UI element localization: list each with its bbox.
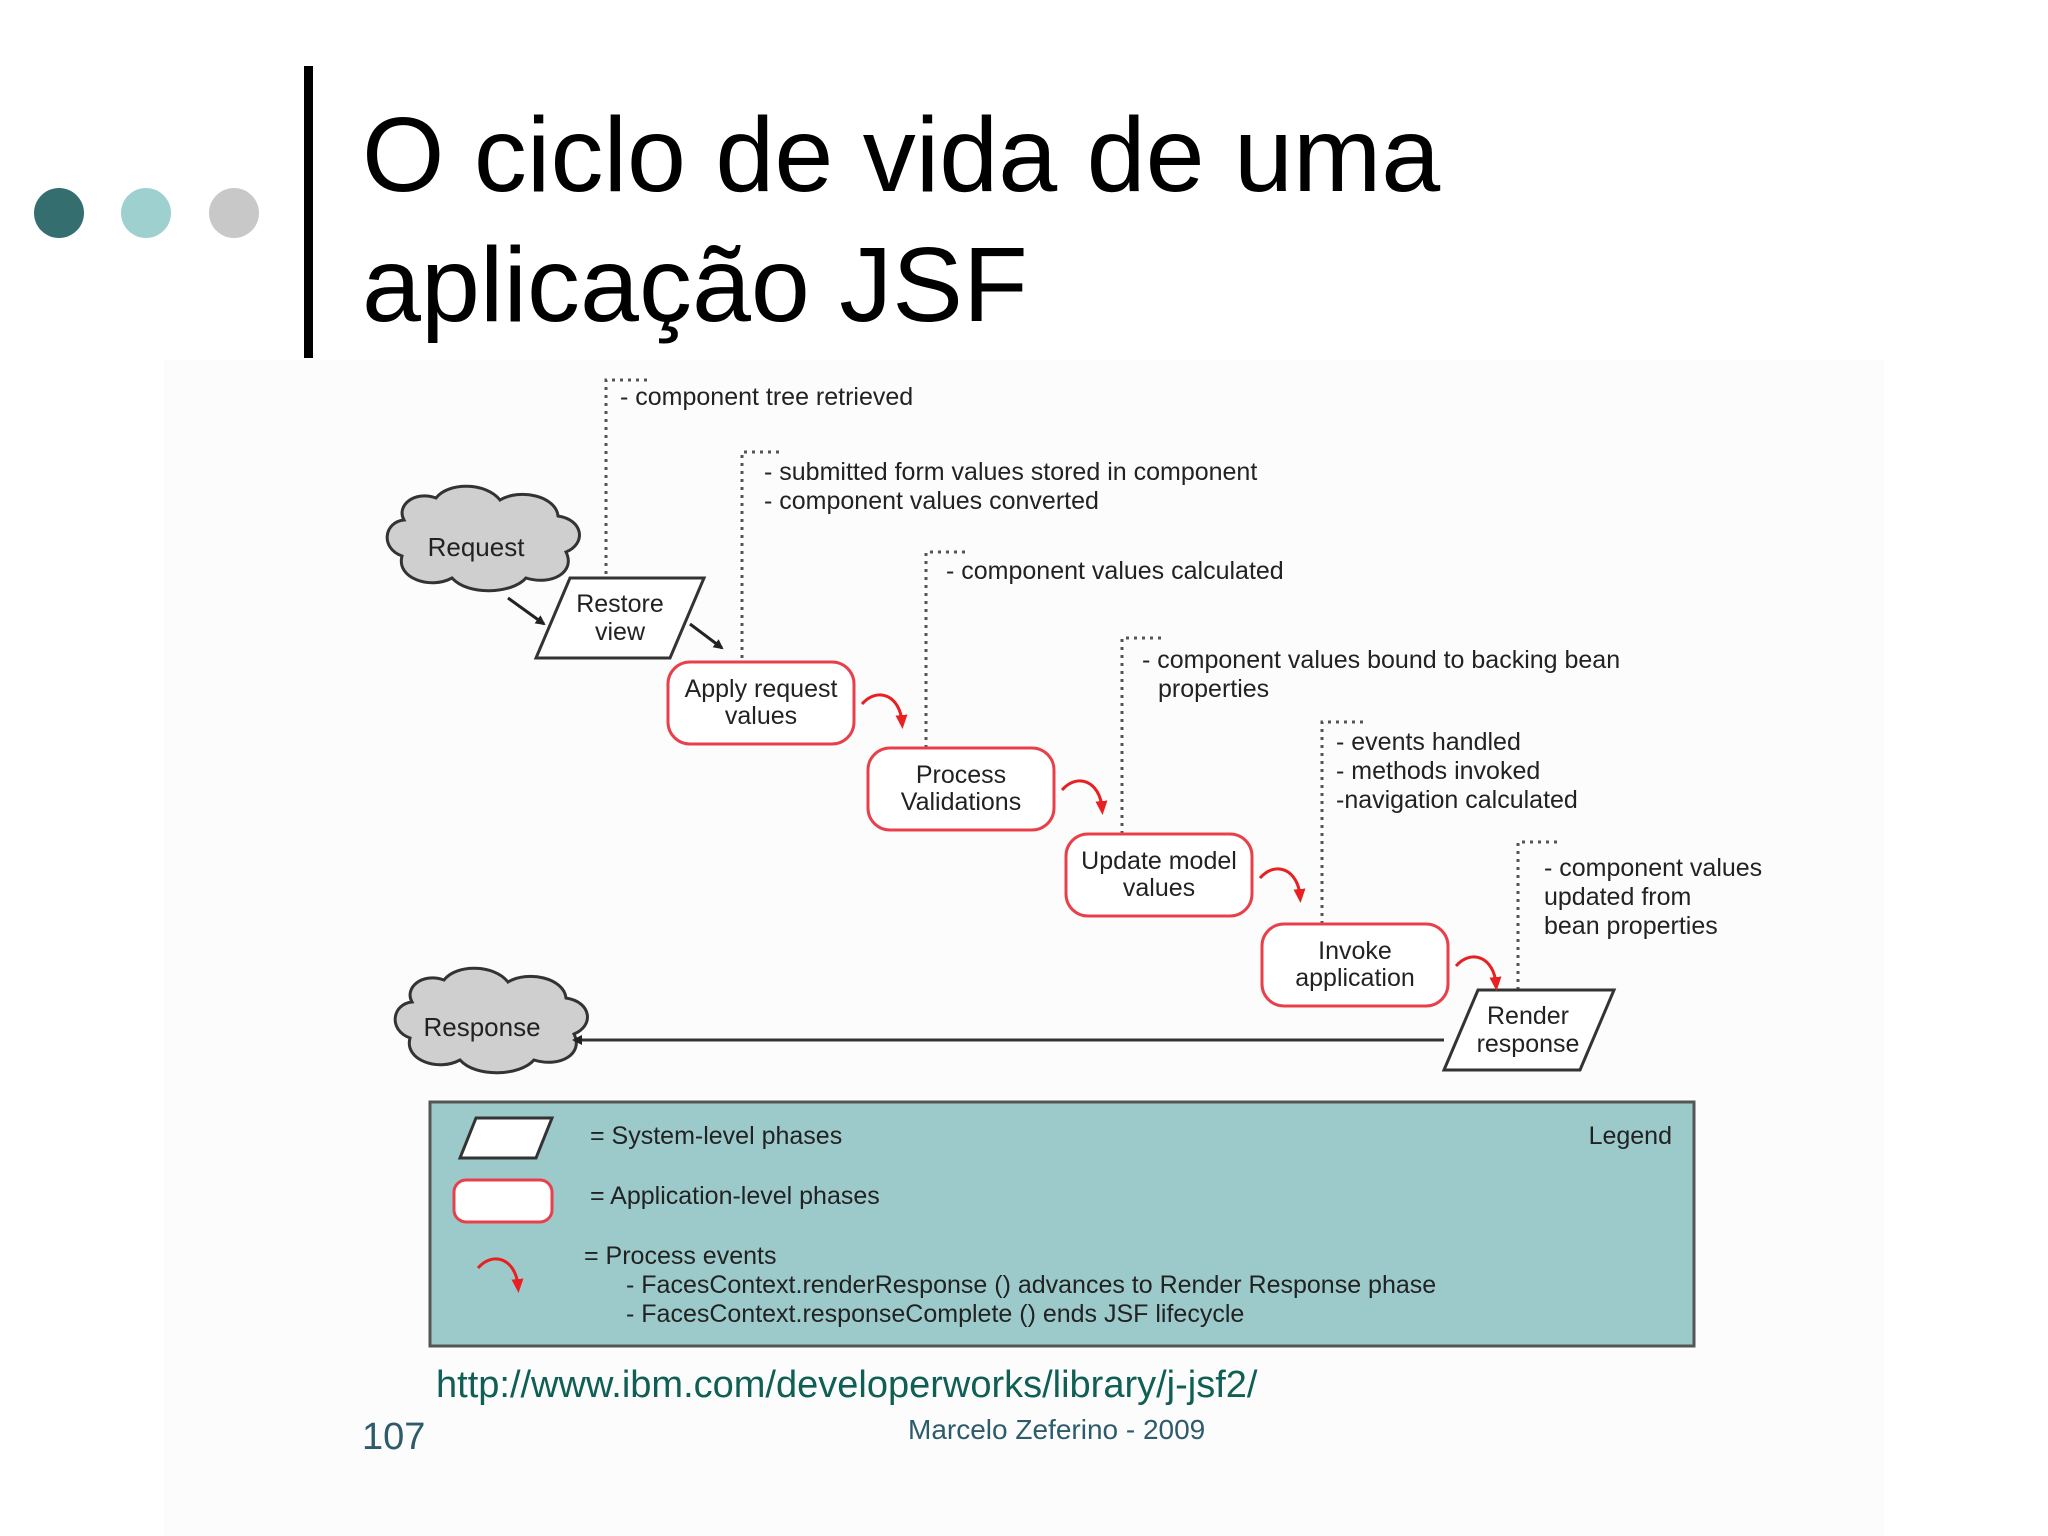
note-render-1: - component values [1544, 854, 1762, 882]
note-invoke-3: -navigation calculated [1336, 786, 1578, 814]
invoke-application-label-1: Invoke [1318, 937, 1392, 965]
phase-render-response: Render response [1441, 988, 1617, 1072]
legend-process-events-label: = Process events [584, 1242, 776, 1270]
apply-request-label-2: values [725, 702, 797, 730]
note-update-model-2: properties [1158, 675, 1269, 703]
process-event-arrow-4 [1454, 955, 1502, 991]
author-credit: Marcelo Zeferino - 2009 [908, 1414, 1206, 1445]
update-model-label-2: values [1123, 874, 1195, 902]
restore-view-label-1: Restore [576, 590, 664, 618]
process-event-arrow-3 [1258, 867, 1306, 903]
legend-render-response-note: - FacesContext.renderResponse () advance… [626, 1271, 1436, 1299]
slide-title-line2: aplicação JSF [362, 226, 1028, 344]
phase-process-validations: Process Validations [866, 746, 1056, 832]
response-cloud: Response [393, 966, 589, 1075]
process-validations-label-2: Validations [901, 788, 1021, 816]
legend-system-level-label: = System-level phases [590, 1122, 842, 1150]
legend-system-level-shape [457, 1116, 555, 1160]
legend-application-level-shape [452, 1178, 554, 1224]
arrow-request-to-restore [507, 596, 546, 626]
note-update-model-1: - component values bound to backing bean [1142, 646, 1620, 674]
legend-title: Legend [1589, 1122, 1672, 1150]
decorative-dot-gray [209, 188, 259, 238]
slide-title: O ciclo de vida de uma aplicação JSF [362, 90, 1962, 350]
source-link[interactable]: http://www.ibm.com/developerworks/librar… [436, 1364, 1258, 1406]
page-number: 107 [362, 1416, 426, 1458]
note-render-3: bean properties [1544, 912, 1718, 940]
response-label: Response [423, 1012, 540, 1042]
request-cloud: Request [385, 484, 581, 593]
legend: Legend = System-level phases = Applicati… [428, 1100, 1696, 1348]
restore-view-label-2: view [595, 618, 646, 646]
phase-update-model-values: Update model values [1064, 832, 1254, 918]
decorative-dot-light [121, 188, 171, 238]
slide-title-line1: O ciclo de vida de uma [362, 96, 1441, 214]
phase-invoke-application: Invoke application [1260, 922, 1450, 1008]
decorative-dot-dark [34, 188, 84, 238]
arrow-restore-to-apply [689, 622, 724, 650]
note-render-2: updated from [1544, 883, 1691, 911]
note-restore-view: - component tree retrieved [620, 383, 913, 411]
note-apply-request-2: - component values converted [764, 487, 1099, 515]
process-validations-label-1: Process [916, 761, 1006, 789]
process-event-arrow-2 [1060, 779, 1108, 815]
title-divider [304, 66, 313, 358]
apply-request-label-1: Apply request [685, 675, 838, 703]
note-apply-request-1: - submitted form values stored in compon… [764, 458, 1257, 486]
process-event-arrow-1 [860, 693, 908, 729]
render-response-label-1: Render [1487, 1002, 1569, 1030]
legend-response-complete-note: - FacesContext.responseComplete () ends … [626, 1300, 1244, 1328]
note-leader-lines [604, 378, 1562, 990]
request-label: Request [428, 532, 526, 562]
legend-process-event-arrow [476, 1257, 524, 1293]
note-invoke-1: - events handled [1336, 728, 1521, 756]
note-process-validations: - component values calculated [946, 557, 1284, 585]
invoke-application-label-2: application [1295, 964, 1415, 992]
update-model-label-1: Update model [1081, 847, 1237, 875]
legend-box [428, 1100, 1696, 1348]
render-response-label-2: response [1477, 1030, 1580, 1058]
phase-restore-view: Restore view [533, 576, 707, 660]
legend-application-level-label: = Application-level phases [590, 1182, 880, 1210]
note-invoke-2: - methods invoked [1336, 757, 1540, 785]
phase-apply-request-values: Apply request values [666, 660, 856, 746]
